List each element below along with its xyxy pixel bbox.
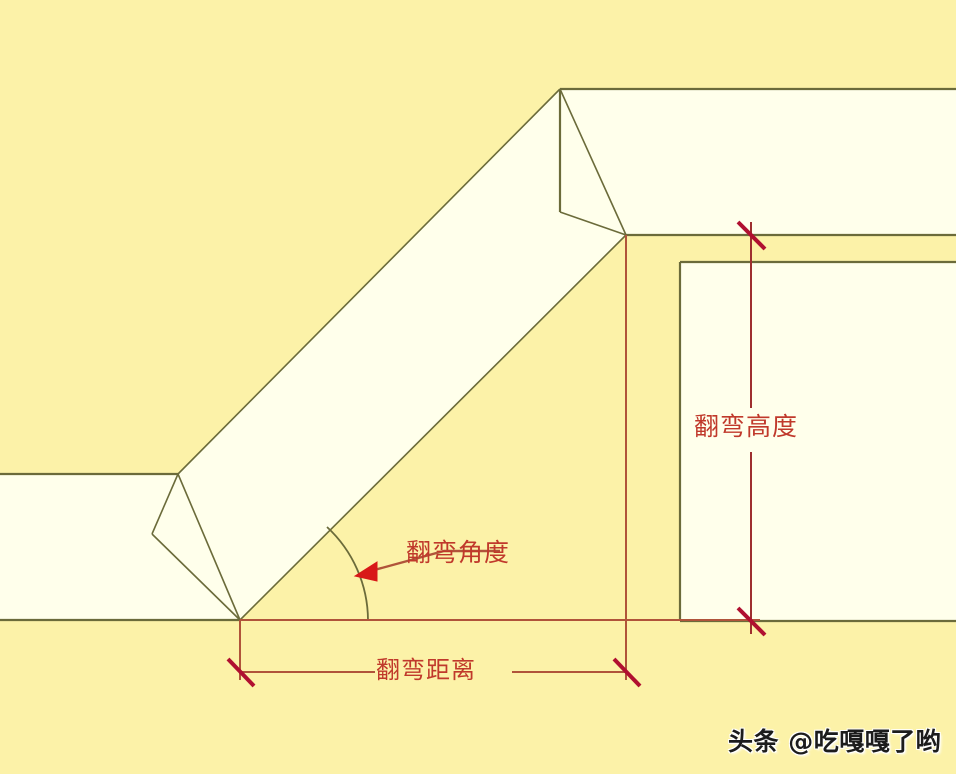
edge-top-facet-lower	[559, 211, 627, 236]
part-fold-lines	[151, 88, 627, 621]
angle-leader-arrow-icon	[353, 561, 378, 582]
inner-panel-face	[680, 262, 956, 621]
watermark-text: 头条 @吃嘎嘎了哟	[728, 727, 942, 756]
top-flange-face	[560, 89, 956, 235]
angle-leader-line	[366, 549, 500, 574]
edge-web-lower	[239, 234, 627, 621]
sheet-metal-part	[0, 89, 956, 621]
tick-distance-left	[226, 657, 256, 688]
dimension-lines	[239, 235, 760, 680]
edge-facet-left-lower	[151, 533, 241, 621]
edge-facet-left-diagonal	[177, 473, 241, 621]
tick-distance-right	[612, 657, 642, 688]
bend-distance-label: 翻弯距离	[376, 656, 476, 684]
edge-top-facet-diagonal	[559, 88, 627, 236]
left-end-facet	[152, 474, 240, 620]
tick-height-top	[736, 220, 767, 251]
bend-height-label: 翻弯高度	[694, 412, 799, 441]
edge-facet-left-upper	[151, 473, 179, 535]
diagonal-web-face	[178, 89, 626, 620]
tick-height-bottom	[736, 606, 767, 637]
bend-angle-arc	[326, 526, 369, 621]
angle-leader	[353, 549, 500, 582]
bend-angle-label: 翻弯角度	[406, 538, 511, 567]
edge-web-upper	[177, 88, 561, 475]
dimension-tick-marks	[226, 220, 767, 688]
